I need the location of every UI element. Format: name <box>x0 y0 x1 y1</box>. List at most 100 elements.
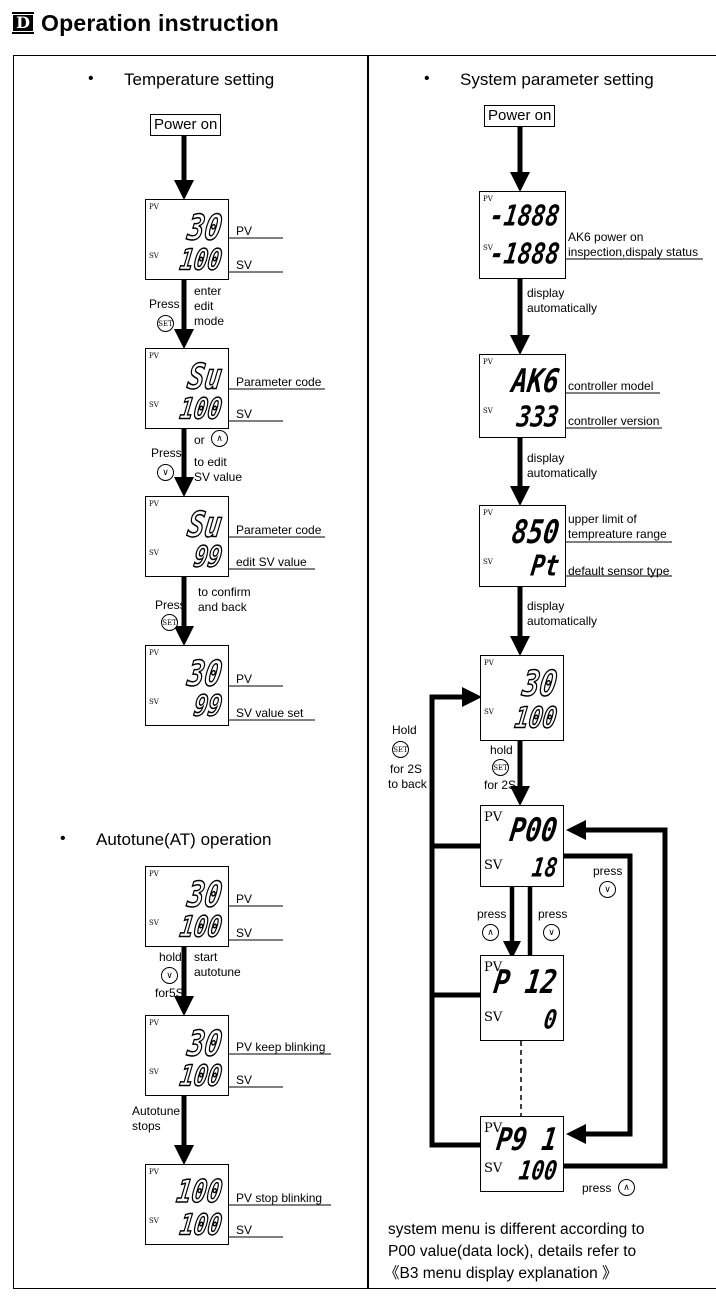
down-key-icon: ∨ <box>161 967 178 984</box>
pv-indicator: PV <box>484 810 503 825</box>
label-sv: SV <box>236 407 253 421</box>
pv-readout: Su <box>185 355 226 398</box>
step-to-edit: to edit <box>194 455 227 469</box>
step-display: display <box>527 286 565 300</box>
sv-indicator: SV <box>149 1217 159 1225</box>
sv-indicator: SV <box>149 252 159 260</box>
pv-indicator: PV <box>483 195 493 203</box>
sv-readout: 100 <box>178 393 225 427</box>
controller-display: PV SV Su 100 <box>145 348 229 429</box>
pv-indicator: PV <box>484 1121 503 1136</box>
label-pv: PV <box>236 892 253 906</box>
step-autotune: Autotune <box>132 1104 181 1118</box>
label-temperature-range: tempreature range <box>568 527 667 541</box>
step-mode: mode <box>194 314 225 328</box>
label-parameter-code: Parameter code <box>236 375 322 389</box>
bullet: • <box>60 830 66 847</box>
step-autotune: autotune <box>194 965 241 979</box>
pv-readout: 30 <box>185 206 226 249</box>
label-sv: SV <box>236 926 253 940</box>
step-stops: stops <box>132 1119 161 1133</box>
section-system-parameter: System parameter setting <box>460 70 654 89</box>
step-press: press <box>477 907 507 921</box>
sv-readout: 100 <box>178 1209 225 1243</box>
pv-indicator: PV <box>483 509 493 517</box>
pv-indicator: PV <box>149 1019 159 1027</box>
label-default-sensor: default sensor type <box>568 564 670 578</box>
sv-readout: 100 <box>178 244 225 278</box>
step-press: Press <box>151 446 182 460</box>
step-to-back: to back <box>388 777 427 791</box>
pv-readout: AK6 <box>509 363 562 401</box>
bullet: • <box>88 70 94 87</box>
pv-indicator: PV <box>149 1168 159 1176</box>
controller-display: PV SV 30 100 <box>145 199 229 280</box>
pv-readout: -1888 <box>487 200 562 234</box>
sv-indicator: SV <box>483 558 493 566</box>
step-hold: hold <box>159 950 182 964</box>
sv-indicator: SV <box>483 407 493 415</box>
title-text: Operation instruction <box>41 9 280 36</box>
column-divider <box>367 55 369 1289</box>
set-key-icon: SET <box>492 759 509 776</box>
sv-indicator: SV <box>484 708 494 716</box>
sv-indicator: SV <box>149 401 159 409</box>
step-press: Press <box>155 598 186 612</box>
bullet: • <box>424 70 430 87</box>
label-ak6-power-on: AK6 power on <box>568 230 644 244</box>
step-press: press <box>582 1181 612 1195</box>
pv-readout: 850 <box>509 514 562 552</box>
label-sv-value-set: SV value set <box>236 706 304 720</box>
label-sv: SV <box>236 1073 253 1087</box>
controller-display: PV SV 100 100 <box>145 1164 229 1245</box>
up-key-icon: ∧ <box>618 1179 635 1196</box>
label-upper-limit: upper limit of <box>568 512 637 526</box>
controller-display: PV SV 30 100 <box>145 1015 229 1096</box>
step-edit: edit <box>194 299 214 313</box>
set-key-icon: SET <box>157 315 174 332</box>
sv-indicator: SV <box>149 549 159 557</box>
step-automatically: automatically <box>527 614 598 628</box>
footnote-line: system menu is different according to <box>388 1221 645 1238</box>
label-controller-model: controller model <box>568 379 654 393</box>
down-key-icon: ∨ <box>157 464 174 481</box>
label-pv: PV <box>236 672 253 686</box>
pv-readout: 30 <box>185 652 226 695</box>
controller-display-p91: PV SV P9 1 100 <box>480 1116 564 1192</box>
label-sv: SV <box>236 1223 253 1237</box>
pv-readout: Su <box>185 503 226 546</box>
step-press: press <box>538 907 568 921</box>
step-for-2s: for 2S <box>484 778 517 792</box>
controller-display: PV SV 30 100 <box>480 655 564 741</box>
pv-readout: P9 1 <box>494 1121 560 1158</box>
section-badge: D <box>12 12 34 34</box>
pv-readout: 30 <box>185 1022 226 1065</box>
sv-readout: Pt <box>529 550 562 584</box>
pv-indicator: PV <box>149 870 159 878</box>
pv-indicator: PV <box>484 960 503 975</box>
pv-indicator: PV <box>149 203 159 211</box>
pv-indicator: PV <box>149 649 159 657</box>
sv-readout: 100 <box>513 702 560 736</box>
label-edit-sv: edit SV value <box>236 555 307 569</box>
pv-indicator: PV <box>484 659 494 667</box>
label-parameter-code: Parameter code <box>236 523 322 537</box>
step-automatically: automatically <box>527 466 598 480</box>
power-on-box: Power on <box>150 114 222 136</box>
diagram-frame <box>13 55 716 1289</box>
pv-readout: P 12 <box>491 964 560 1002</box>
step-sv-value: SV value <box>194 470 243 484</box>
step-press: Press <box>149 297 180 311</box>
pv-readout: 30 <box>185 873 226 916</box>
sv-indicator: SV <box>149 1068 159 1076</box>
sv-indicator: SV <box>484 858 503 873</box>
up-key-icon: ∧ <box>211 430 228 447</box>
controller-display-p00: PV SV P00 18 <box>480 805 564 887</box>
step-hold: Hold <box>392 723 417 737</box>
label-pv-keep-blinking: PV keep blinking <box>236 1040 326 1054</box>
section-autotune: Autotune(AT) operation <box>96 830 272 849</box>
down-key-icon: ∨ <box>543 924 560 941</box>
label-pv-stop-blinking: PV stop blinking <box>236 1191 323 1205</box>
up-key-icon: ∧ <box>482 924 499 941</box>
